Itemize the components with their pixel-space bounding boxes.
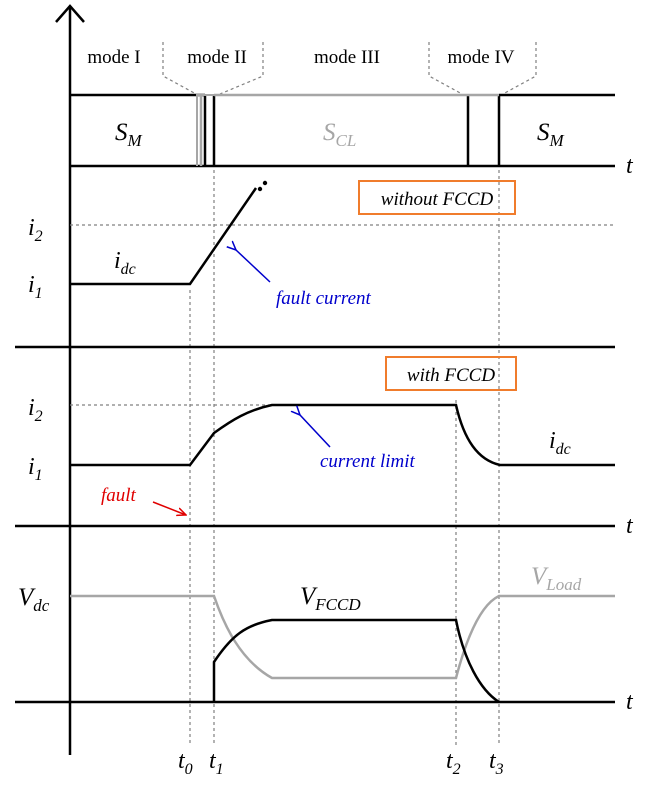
with-fccd-box [385, 356, 517, 391]
tick-t3: t3 [489, 748, 504, 778]
tick-t0: t0 [178, 748, 193, 778]
vdc-label: Vdc [18, 584, 50, 615]
panel-with-fccd [15, 356, 615, 528]
mode-label-2: mode II [187, 47, 247, 68]
i1-label-lower: i1 [28, 454, 43, 484]
fault-arrow [152, 501, 186, 515]
time-axis-label-2: t [626, 513, 634, 539]
idc-label-upper: idc [114, 248, 136, 278]
time-markers [189, 170, 500, 745]
i2-label-lower: i2 [28, 395, 43, 425]
time-axis-label-3: t [626, 689, 634, 715]
fault-current-arrow [236, 250, 271, 283]
vertical-axis [55, 4, 85, 755]
vload-label: VLoad [531, 563, 582, 594]
without-fccd-label: without FCCD [381, 189, 494, 210]
vfccd-label: VFCCD [300, 583, 361, 614]
panel-voltage [15, 594, 615, 704]
tick-t1: t1 [209, 748, 224, 778]
with-fccd-label: with FCCD [407, 365, 495, 386]
fault-annotation: fault [101, 485, 137, 506]
idc-label-lower: idc [549, 428, 571, 458]
current-limit-trace [70, 403, 615, 467]
switch-label-left: SM [115, 119, 143, 150]
i1-label-upper: i1 [28, 272, 43, 302]
i2-label-upper: i2 [28, 215, 43, 245]
fault-current-trace [70, 187, 258, 286]
mode-label-4: mode IV [447, 47, 514, 68]
vload-trace [70, 594, 615, 680]
panel-without-fccd [70, 180, 615, 286]
mode-label-1: mode I [87, 47, 140, 68]
vfccd-trace [212, 618, 500, 704]
time-axis-label-1: t [626, 153, 634, 179]
tick-t2: t2 [446, 748, 461, 778]
current-limit-annotation: current limit [320, 451, 416, 472]
mode-label-3: mode III [314, 47, 380, 68]
switch-label-middle: SCL [323, 119, 356, 150]
without-fccd-box [358, 180, 516, 215]
switch-panel [70, 93, 615, 168]
switch-label-right: SM [537, 119, 565, 150]
current-limit-arrow [300, 415, 331, 448]
fault-current-annotation: fault current [276, 288, 372, 309]
